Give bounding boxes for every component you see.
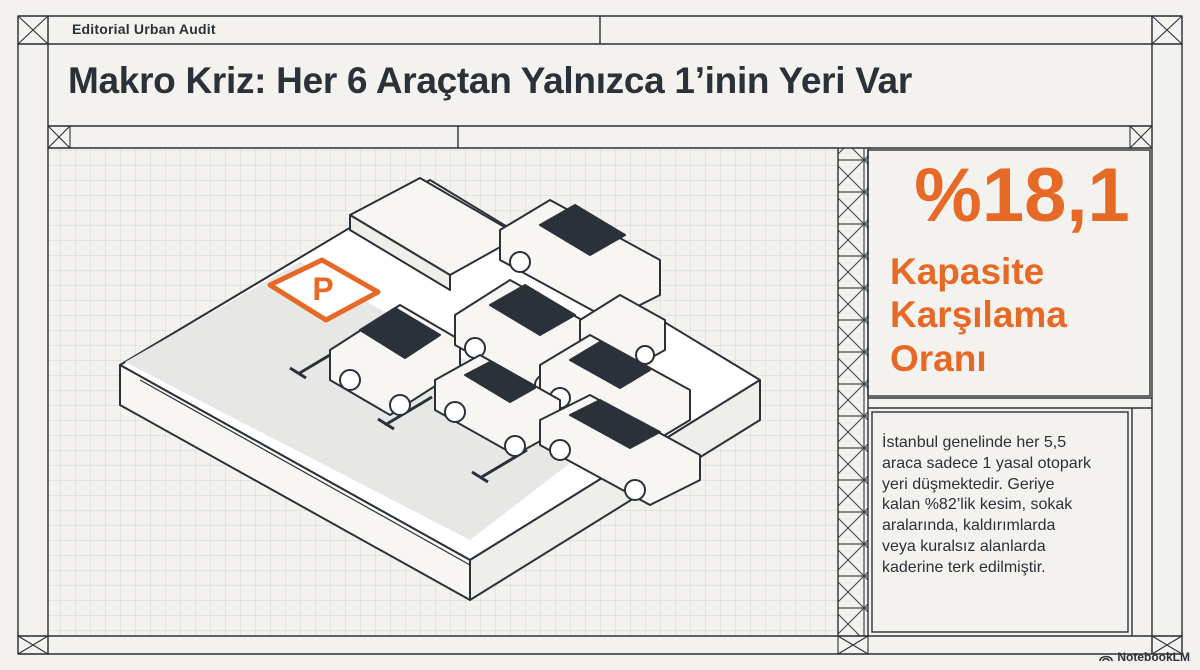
page-title: Makro Kriz: Her 6 Araçtan Yalnızca 1’ini… [68,60,912,101]
parking-sign: P [267,257,381,323]
stat-label-line: Karşılama [890,294,1067,336]
note-line: veya kuralsız alanlarda [882,537,1046,555]
note-line: araca sadece 1 yasal otopark [882,454,1092,472]
overflow-car [539,394,701,506]
eyebrow-label: Editorial Urban Audit [72,21,216,37]
note-box [871,411,1129,633]
stat-label: Kapasite Karşılama Oranı [890,250,1150,380]
stat-box [867,149,1151,397]
frame-lines [17,15,1183,655]
parking-lot-illustration: P [119,177,761,601]
brand-name: NotebookLM [1117,650,1190,664]
note-text: İstanbul genelinde her 5,5 araca sadece … [882,433,1132,579]
parking-sign-letter: P [312,271,333,307]
note-line: yeri düşmektedir. Geriye [882,475,1055,493]
stat-label-line: Oranı [890,337,987,379]
brand-watermark: NotebookLM [1099,650,1190,664]
stat-label-line: Kapasite [890,251,1045,292]
note-line: kalan %82’lik kesim, sokak [882,496,1073,514]
note-line: İstanbul genelinde her 5,5 [882,434,1067,451]
stat-value: %18,1 [914,153,1130,238]
note-line: aralarında, kaldırımlarda [882,517,1056,535]
note-line: kaderine terk edilmiştir. [882,558,1046,576]
truss-column [838,148,868,636]
notebooklm-icon [1099,655,1114,662]
